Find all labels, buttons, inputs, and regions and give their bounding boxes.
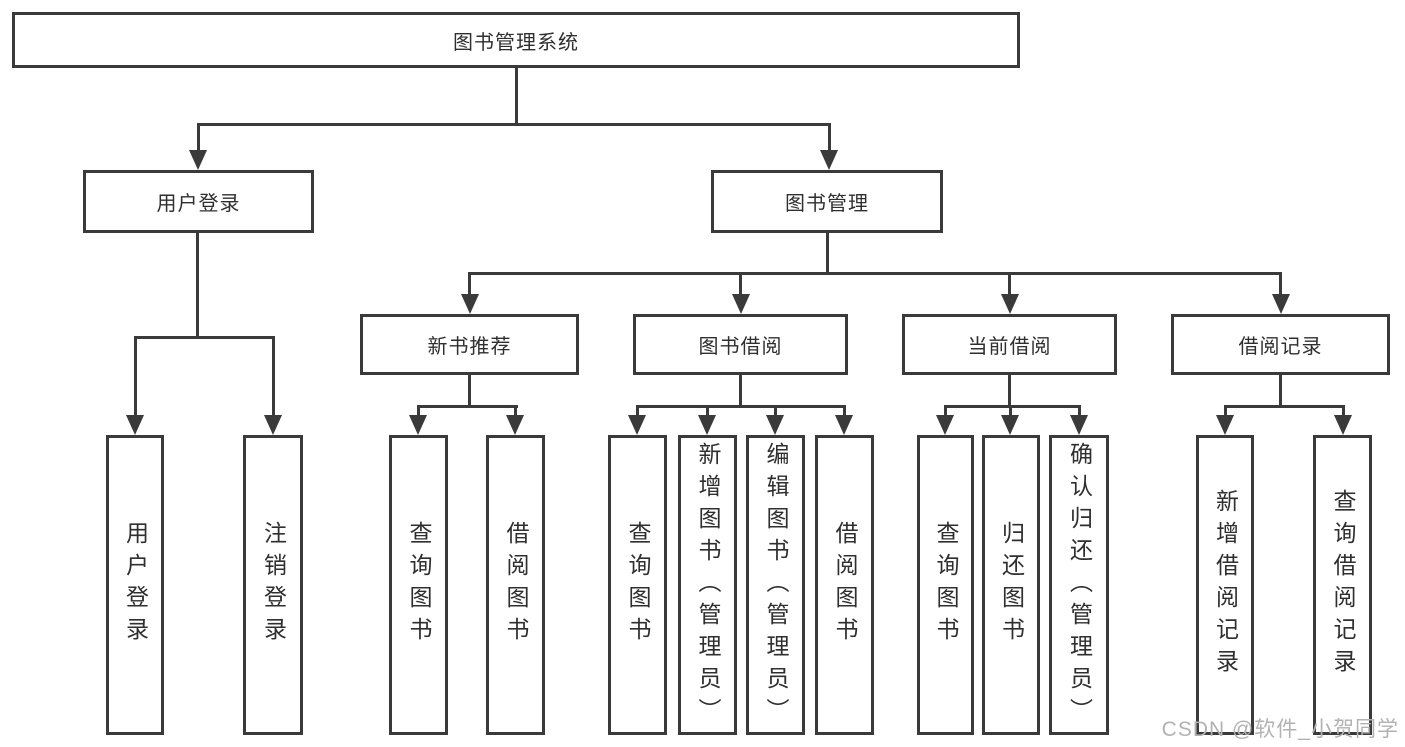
node-book-borrowing: 图书借阅 <box>633 314 848 375</box>
connector-line <box>468 272 471 297</box>
node-borrow-books: 借阅图书 <box>815 435 874 735</box>
connector-line <box>843 405 846 419</box>
connector-line <box>944 405 1081 408</box>
connector-line <box>1008 272 1011 297</box>
connector-line <box>636 405 639 419</box>
arrow-down-icon <box>189 150 207 170</box>
node-new-book-recommendation: 新书推荐 <box>360 314 579 375</box>
connector-line <box>739 272 742 297</box>
node-edit-book-admin: 编辑图书（管理员） <box>746 435 805 735</box>
node-confirm-return-admin: 确认归还（管理员） <box>1049 435 1109 735</box>
connector-line <box>706 405 709 419</box>
connector-line <box>774 405 777 419</box>
arrow-down-icon <box>264 415 282 435</box>
connector-line <box>417 405 420 419</box>
connector-line <box>134 336 137 417</box>
arrow-down-icon <box>698 415 716 435</box>
arrow-down-icon <box>506 415 524 435</box>
connector-line <box>468 375 471 408</box>
arrow-down-icon <box>1070 415 1088 435</box>
connector-line <box>515 68 518 125</box>
csdn-watermark: CSDN @软件_小贺同学 <box>1161 718 1399 741</box>
node-current-borrowing: 当前借阅 <box>902 314 1117 375</box>
arrow-down-icon <box>409 415 427 435</box>
node-logout: 注销登录 <box>243 435 303 735</box>
connector-line <box>828 123 831 153</box>
connector-line <box>196 233 199 338</box>
connector-line <box>1342 405 1345 419</box>
connector-line <box>197 123 831 126</box>
connector-line <box>134 336 275 339</box>
node-query-books-borrowing: 查询图书 <box>608 435 667 735</box>
connector-line <box>1009 405 1012 419</box>
node-user-login: 用户登录 <box>83 170 314 233</box>
arrow-down-icon <box>461 294 479 314</box>
arrow-down-icon <box>628 415 646 435</box>
connector-line <box>1224 405 1227 419</box>
node-query-books-current: 查询图书 <box>917 435 974 735</box>
arrow-down-icon <box>1334 415 1352 435</box>
connector-line <box>1279 272 1282 297</box>
node-query-books-recommend: 查询图书 <box>389 435 448 735</box>
arrow-down-icon <box>126 415 144 435</box>
connector-line <box>514 405 517 419</box>
connector-line <box>944 405 947 419</box>
arrow-down-icon <box>820 150 838 170</box>
arrow-down-icon <box>1216 415 1234 435</box>
connector-line <box>1224 405 1345 408</box>
connector-line <box>417 405 518 408</box>
connector-line <box>1279 375 1282 408</box>
node-borrowing-records: 借阅记录 <box>1171 314 1390 375</box>
arrow-down-icon <box>766 415 784 435</box>
connector-line <box>636 405 846 408</box>
node-return-books: 归还图书 <box>982 435 1040 735</box>
connector-line <box>1078 405 1081 419</box>
arrow-down-icon <box>835 415 853 435</box>
node-add-book-admin: 新增图书（管理员） <box>678 435 737 735</box>
connector-line <box>1008 375 1011 408</box>
node-book-management: 图书管理 <box>711 170 943 233</box>
node-add-borrow-record: 新增借阅记录 <box>1196 435 1254 735</box>
node-library-management-system: 图书管理系统 <box>12 12 1020 68</box>
arrow-down-icon <box>1272 294 1290 314</box>
node-query-borrow-record: 查询借阅记录 <box>1313 435 1372 735</box>
arrow-down-icon <box>732 294 750 314</box>
arrow-down-icon <box>1001 415 1019 435</box>
connector-line <box>826 233 829 275</box>
connector-line <box>468 272 1282 275</box>
connector-line <box>272 336 275 417</box>
node-user-login-leaf: 用户登录 <box>106 435 164 735</box>
connector-line <box>197 123 200 153</box>
arrow-down-icon <box>936 415 954 435</box>
arrow-down-icon <box>1001 294 1019 314</box>
node-borrow-books-recommend: 借阅图书 <box>486 435 545 735</box>
connector-line <box>739 375 742 408</box>
